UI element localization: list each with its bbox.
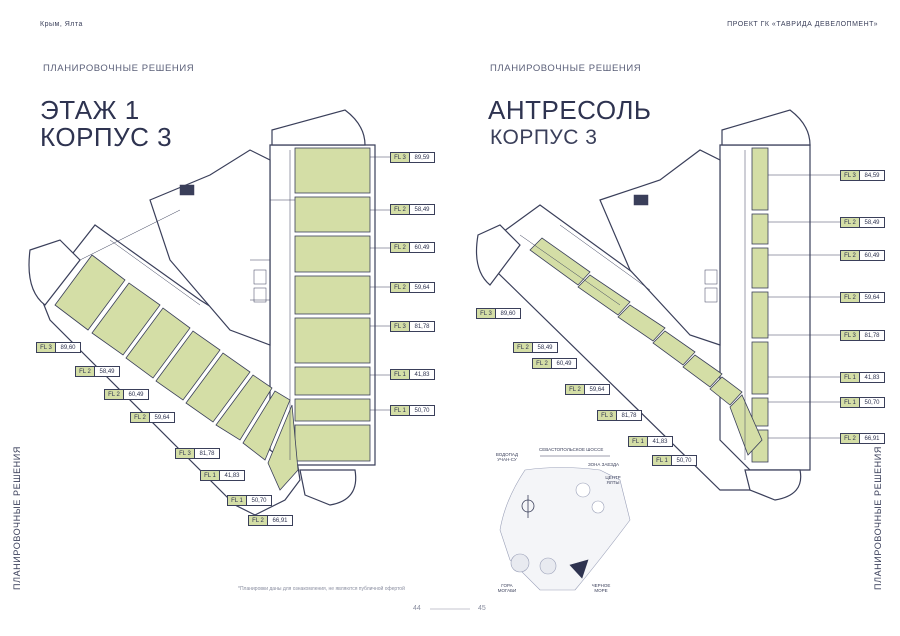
map-entry-label: ЗОНА ЗАЕЗДА [588, 462, 620, 467]
header-project: ПРОЕКТ ГК «ТАВРИДА ДЕВЕЛОПМЕНТ» [727, 21, 878, 28]
left-vertical-units [294, 147, 371, 462]
map-waterfall-label: ВОДОПАД УЧАН-СУ [495, 452, 519, 462]
left-page-number: 44 [413, 605, 421, 612]
left-footnote: *Планировки даны для ознакомления, не яв… [238, 586, 405, 592]
map-mountain-label: ГОРА МОГАБИ [497, 583, 517, 593]
compass-icon [521, 495, 535, 518]
site-map [499, 455, 631, 591]
right-connectors [768, 174, 840, 439]
map-sea-label: ЧЕРНОЕ МОРЕ [591, 583, 611, 593]
right-interior-lines [519, 150, 746, 460]
right-title-line1: АНТРЕСОЛЬ [488, 95, 652, 125]
right-kicker: ПЛАНИРОВОЧНЫЕ РЕШЕНИЯ [490, 63, 642, 74]
left-title-line2: КОРПУС 3 [40, 122, 173, 152]
left-title-line1: ЭТАЖ 1 [40, 95, 140, 125]
right-side-label: ПЛАНИРОВОЧНЫЕ РЕШЕНИЯ [873, 446, 883, 590]
left-interior-lines [79, 150, 295, 460]
right-page-number: 45 [478, 605, 486, 612]
right-vertical-units [751, 147, 769, 463]
map-center-label: ЦЕНТР ЯЛТЫ [605, 475, 621, 485]
map-road-label: СЕВАСТОПОЛЬСКОЕ ШОССЕ [539, 447, 604, 452]
header-location: Крым, Ялта [40, 21, 83, 28]
left-diagonal-units [54, 254, 299, 491]
right-title-line2: КОРПУС 3 [490, 126, 598, 149]
left-connectors [370, 156, 390, 411]
left-kicker: ПЛАНИРОВОЧНЫЕ РЕШЕНИЯ [43, 63, 195, 74]
